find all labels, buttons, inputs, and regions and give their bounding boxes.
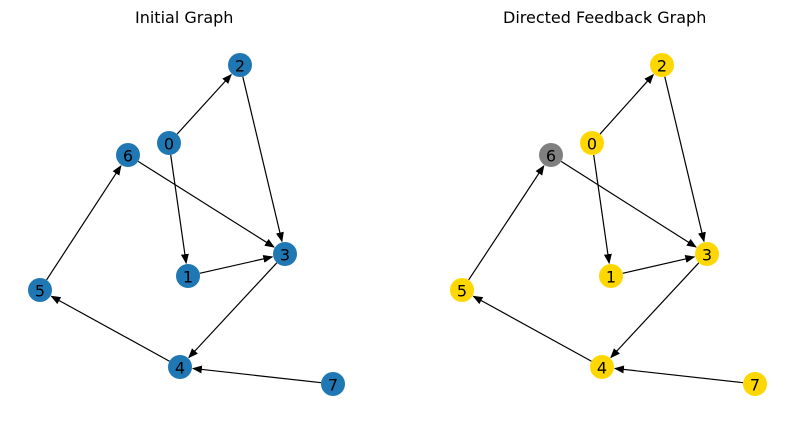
initial-graph-node-label-2: 2 bbox=[235, 57, 245, 76]
initial-graph-node-label-0: 0 bbox=[164, 135, 174, 154]
feedback-graph-node-label-2: 2 bbox=[657, 57, 667, 76]
initial-graph-edge-7-4 bbox=[191, 365, 322, 384]
feedback-graph-node-label-3: 3 bbox=[702, 246, 712, 265]
feedback-graph-node-0 bbox=[580, 131, 604, 155]
left-panel-title: Initial Graph bbox=[135, 8, 234, 27]
initial-graph-edge-4-5 bbox=[50, 295, 170, 362]
feedback-graph-node-5 bbox=[450, 278, 474, 302]
feedback-graph-node-2 bbox=[650, 53, 674, 77]
feedback-graph-node-7 bbox=[743, 372, 767, 396]
initial-graph-node-2 bbox=[228, 53, 252, 77]
initial-graph-edge-5-6 bbox=[46, 165, 122, 281]
feedback-graph-edge-4-5 bbox=[472, 295, 592, 362]
feedback-graph-edge-0-1 bbox=[593, 154, 612, 265]
initial-graph-node-label-1: 1 bbox=[183, 268, 193, 287]
feedback-graph-edge-5-6 bbox=[468, 165, 545, 281]
initial-graph-node-4 bbox=[168, 355, 192, 379]
initial-graph-node-5 bbox=[28, 278, 52, 302]
feedback-graph-node-4 bbox=[590, 355, 614, 379]
initial-graph-node-0 bbox=[157, 131, 181, 155]
feedback-graph-edge-2-3 bbox=[664, 76, 706, 243]
initial-graph-node-label-6: 6 bbox=[123, 147, 133, 166]
feedback-graph-edge-3-4 bbox=[610, 262, 700, 359]
feedback-graph-edge-6-3 bbox=[560, 160, 697, 248]
directed-feedback-graph-panel: 0 1 2 3 4 5 6 7 bbox=[450, 53, 767, 396]
initial-graph-edge-6-3 bbox=[137, 160, 275, 248]
feedback-graph-node-label-5: 5 bbox=[457, 282, 467, 301]
feedback-graph-node-label-0: 0 bbox=[587, 135, 597, 154]
initial-graph-edge-0-1 bbox=[170, 154, 189, 265]
feedback-graph-node-label-1: 1 bbox=[606, 268, 616, 287]
right-panel-title: Directed Feedback Graph bbox=[503, 8, 707, 27]
initial-graph-edge-3-4 bbox=[188, 262, 278, 359]
initial-graph-node-label-5: 5 bbox=[35, 282, 45, 301]
feedback-graph-node-label-7: 7 bbox=[750, 376, 760, 395]
initial-graph-node-label-4: 4 bbox=[175, 359, 185, 378]
feedback-graph-edge-1-3 bbox=[622, 255, 696, 274]
feedback-graph-node-label-4: 4 bbox=[597, 359, 607, 378]
initial-graph-node-3 bbox=[273, 242, 297, 266]
initial-graph-edge-1-3 bbox=[199, 254, 274, 274]
initial-graph-panel: 0 1 2 3 4 5 6 7 bbox=[28, 53, 345, 396]
feedback-graph-node-6 bbox=[539, 143, 563, 167]
initial-graph-edge-0-2 bbox=[176, 73, 232, 135]
initial-graph-node-7 bbox=[321, 372, 345, 396]
feedback-graph-node-label-6: 6 bbox=[546, 147, 556, 166]
initial-graph-node-label-7: 7 bbox=[328, 376, 338, 395]
feedback-graph-node-3 bbox=[695, 242, 719, 266]
feedback-graph-edge-7-4 bbox=[613, 365, 744, 384]
initial-graph-node-label-3: 3 bbox=[280, 246, 290, 265]
initial-graph-edge-2-3 bbox=[242, 76, 284, 243]
initial-graph-node-1 bbox=[176, 264, 200, 288]
feedback-graph-node-1 bbox=[599, 264, 623, 288]
feedback-graph-edge-0-2 bbox=[599, 73, 654, 135]
initial-graph-node-6 bbox=[116, 143, 140, 167]
